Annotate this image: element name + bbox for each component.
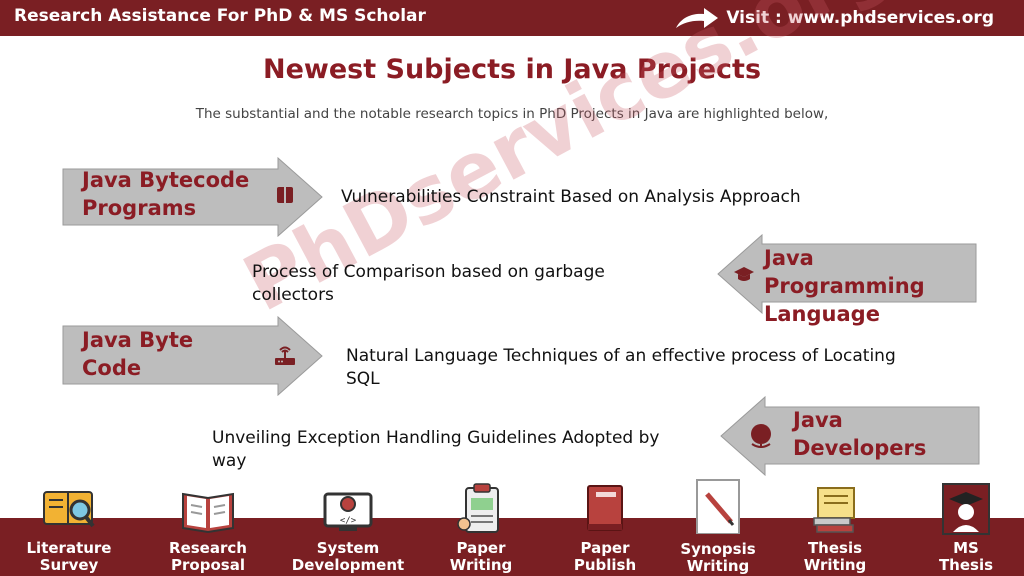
globe-icon bbox=[751, 424, 771, 448]
header-website[interactable]: Visit : www.phdservices.org bbox=[674, 6, 994, 30]
arrow-right-icon bbox=[676, 8, 719, 28]
open-book-icon bbox=[182, 492, 234, 534]
pen-paper-icon bbox=[696, 479, 740, 534]
router-icon bbox=[275, 346, 295, 365]
closed-book-icon bbox=[587, 485, 623, 531]
page-subtitle: The substantial and the notable research… bbox=[195, 106, 829, 122]
computer-icon: </> bbox=[323, 492, 373, 531]
graduation-cap-icon bbox=[734, 267, 754, 281]
scroll-icon bbox=[813, 487, 855, 533]
page-title: Newest Subjects in Java Projects bbox=[262, 54, 762, 85]
topic-description-4: Unveiling Exception Handling Guidelines … bbox=[212, 428, 660, 471]
graduate-icon bbox=[942, 483, 990, 535]
topic-description-1: Vulnerabilities Constraint Based on Anal… bbox=[341, 187, 801, 207]
magnifier-book-icon bbox=[43, 491, 95, 528]
svg-text:</>: </> bbox=[340, 516, 357, 526]
topic-description-3: Natural Language Techniques of an effect… bbox=[346, 346, 896, 389]
clipboard-icon bbox=[457, 483, 499, 533]
book-icon bbox=[277, 187, 293, 203]
header-bar: Research Assistance For PhD & MS Scholar… bbox=[0, 0, 1024, 36]
header-tagline: Research Assistance For PhD & MS Scholar bbox=[14, 6, 426, 26]
website-link[interactable]: Visit : www.phdservices.org bbox=[726, 8, 994, 28]
